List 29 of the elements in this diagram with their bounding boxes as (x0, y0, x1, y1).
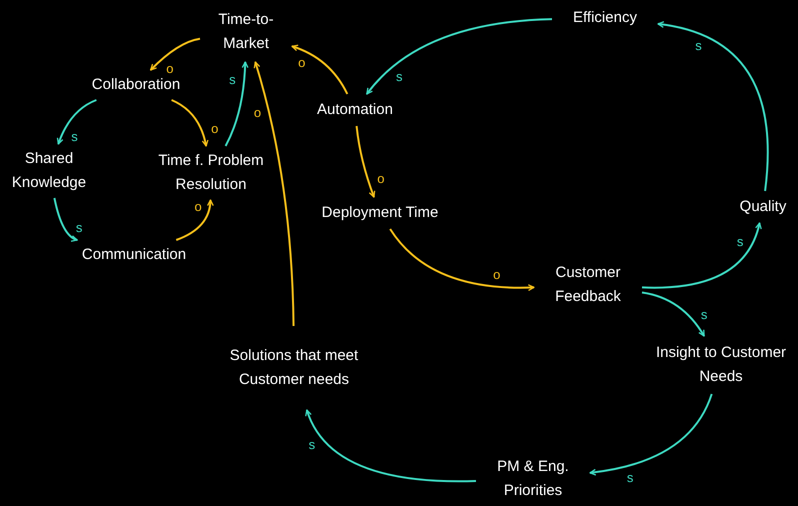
arrow (356, 126, 376, 198)
arrow (642, 222, 762, 289)
arrow (150, 38, 200, 71)
node-label: Collaboration (92, 75, 180, 95)
node-label: Communication (82, 245, 186, 265)
arrow (589, 394, 713, 476)
arrow (366, 18, 552, 95)
arrow (171, 99, 208, 147)
node-label: Insight to Customer Needs (654, 343, 788, 387)
arrow (176, 199, 214, 241)
arrow (224, 61, 248, 146)
node-label: Automation (317, 100, 393, 120)
arrow (389, 228, 535, 291)
arrow (57, 99, 97, 145)
arrow (642, 291, 705, 337)
node-label: Deployment Time (322, 203, 438, 223)
arrow (291, 44, 348, 94)
arrow (306, 409, 476, 482)
node-label: Quality (740, 197, 786, 217)
node-label: Solutions that meet Customer needs (228, 346, 360, 390)
node-label: Time-to-Market (217, 10, 275, 54)
arrow (254, 61, 295, 326)
node-label: Customer Feedback (554, 263, 622, 307)
node-label: Time f. Problem Resolution (157, 151, 265, 195)
node-label: Efficiency (573, 8, 637, 28)
arrow (53, 198, 78, 242)
node-label: PM & Eng. Priorities (496, 457, 570, 501)
node-label: Shared Knowledge (10, 149, 88, 193)
arrow (657, 21, 769, 192)
